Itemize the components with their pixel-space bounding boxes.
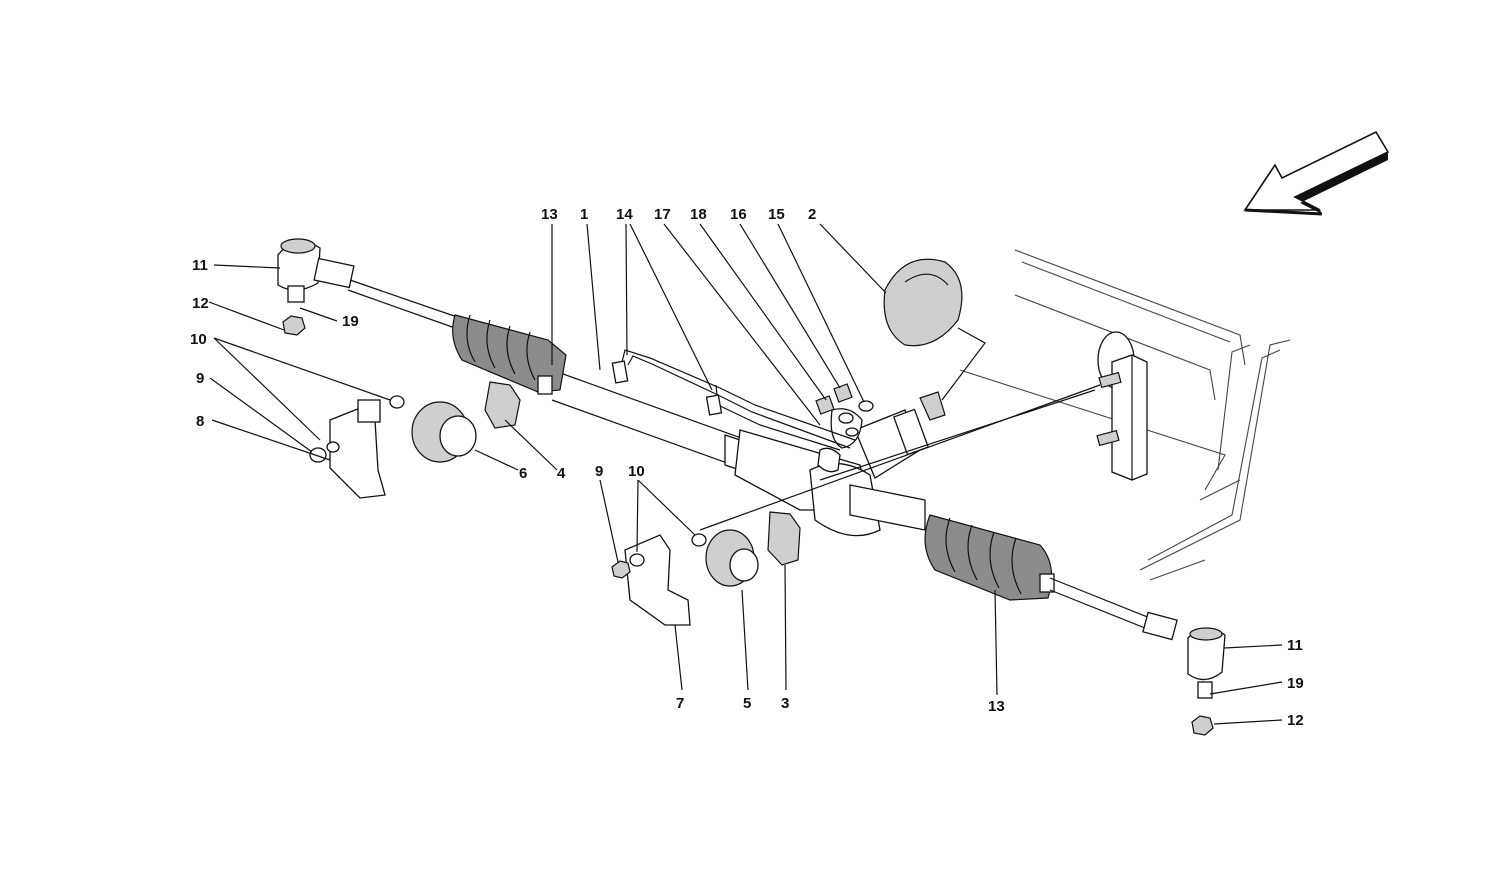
tie-rod-right xyxy=(1049,577,1226,736)
callout-16: 16 xyxy=(730,206,747,223)
direction-arrow-icon xyxy=(1243,130,1390,216)
callout-12-left: 12 xyxy=(192,295,209,312)
callout-11-left: 11 xyxy=(192,257,208,274)
callout-5: 5 xyxy=(743,695,751,712)
callout-labels: 11 12 19 10 9 8 6 4 13 1 14 17 18 16 15 … xyxy=(190,206,1304,729)
rack-boot-left xyxy=(452,314,567,395)
callout-11-right: 11 xyxy=(1287,637,1303,654)
left-mount-parts xyxy=(309,381,521,499)
callout-8: 8 xyxy=(196,413,204,430)
mounting-plate xyxy=(1096,331,1148,481)
fittings xyxy=(815,383,874,437)
callout-14: 14 xyxy=(616,206,633,223)
callout-1: 1 xyxy=(580,206,588,223)
callout-3: 3 xyxy=(781,695,789,712)
leader-lines xyxy=(208,223,1283,725)
dust-cover xyxy=(883,258,963,347)
callout-18: 18 xyxy=(690,206,707,223)
right-mount-parts xyxy=(611,511,801,626)
steering-gear-housing xyxy=(724,391,946,537)
callout-10-right: 10 xyxy=(628,463,645,480)
callout-10-left: 10 xyxy=(190,331,207,348)
callout-6: 6 xyxy=(519,465,527,482)
vehicle-body-outline xyxy=(959,249,1291,581)
callout-12-right: 12 xyxy=(1287,712,1304,729)
callout-17: 17 xyxy=(654,206,671,223)
callout-4: 4 xyxy=(557,465,566,482)
callout-19-left: 19 xyxy=(342,313,359,330)
callout-13-bottom: 13 xyxy=(988,698,1005,715)
callout-13-top: 13 xyxy=(541,206,558,223)
callout-9-left: 9 xyxy=(196,370,204,387)
callout-15: 15 xyxy=(768,206,785,223)
rack-boot-right xyxy=(924,514,1055,601)
hydraulic-pipes xyxy=(611,349,856,451)
callout-9-right: 9 xyxy=(595,463,603,480)
callout-2: 2 xyxy=(808,206,816,223)
callout-19-right: 19 xyxy=(1287,675,1304,692)
tie-rod-end-left xyxy=(277,238,461,336)
callout-7: 7 xyxy=(676,695,684,712)
